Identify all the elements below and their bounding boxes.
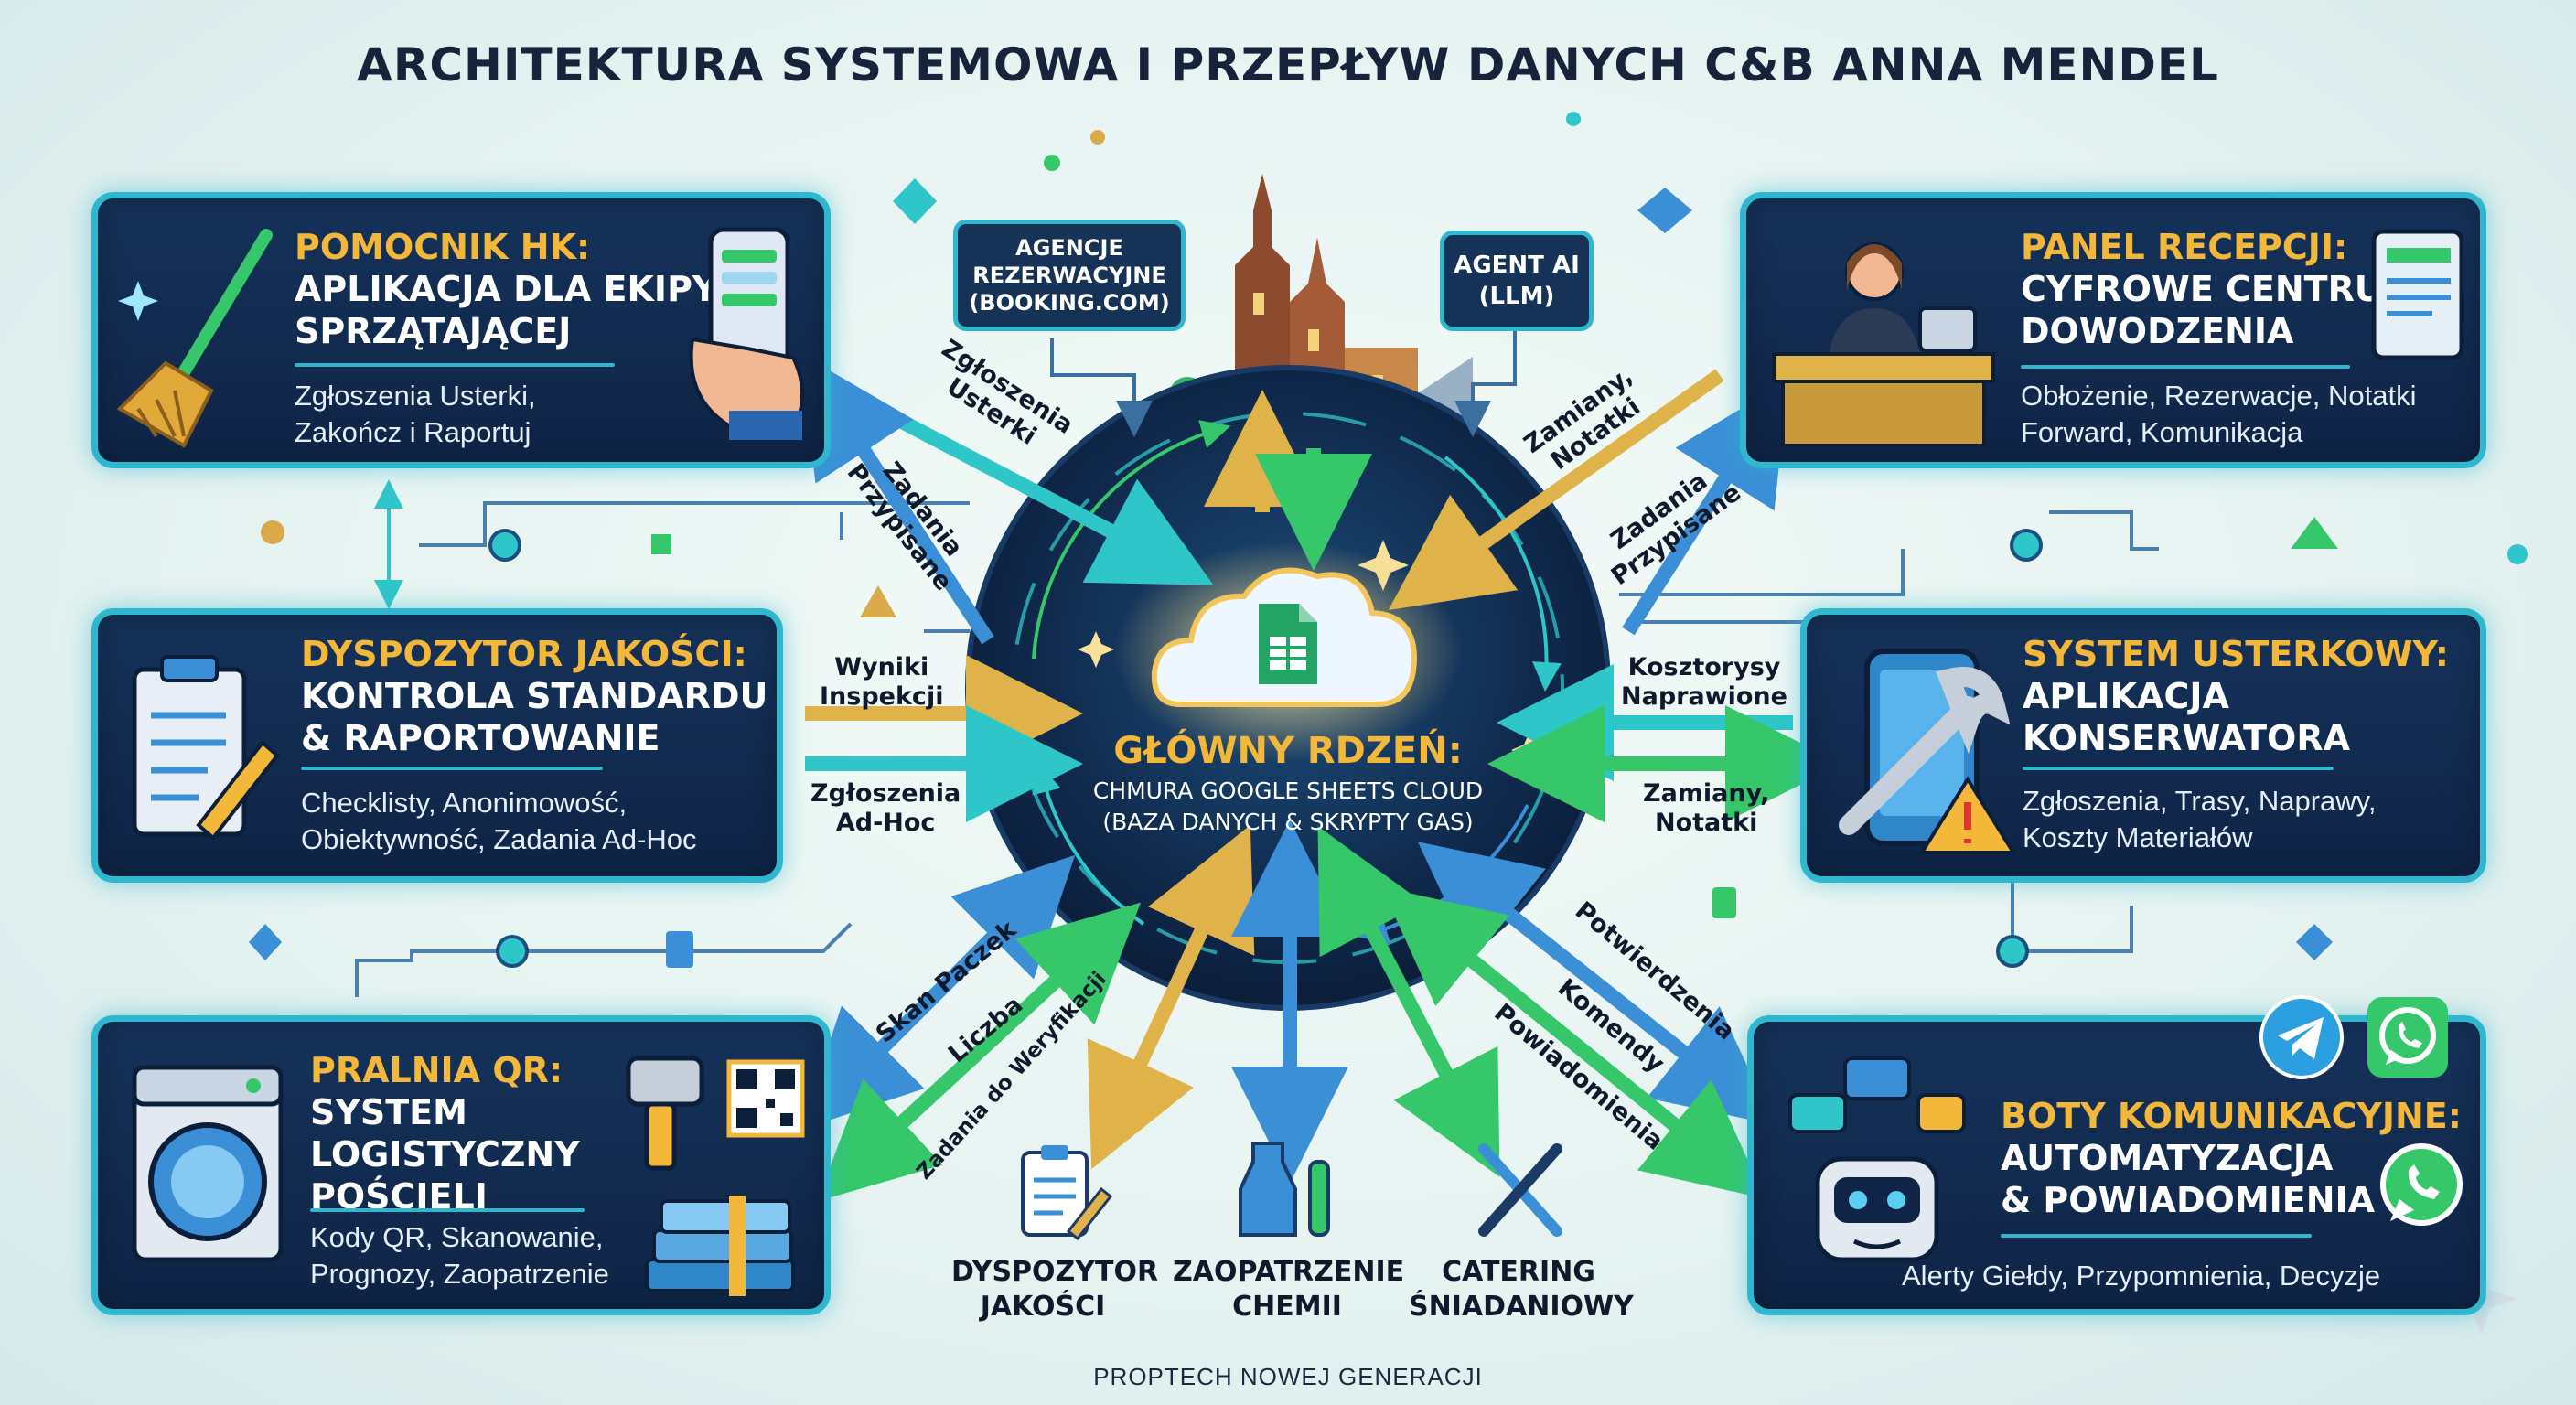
google-sheets-icon [1259,604,1317,684]
bottom-connector-arrows [1087,820,1500,1184]
hk-desc: Zgłoszenia Usterki, Zakończ i Raportuj [295,380,536,448]
robot-chat-icon [1788,1056,1966,1262]
page-title: ARCHITEKTURA SYSTEMOWA I PRZEPŁYW DANYCH… [357,38,2219,91]
quality-title: DYSPOZYTOR JAKOŚCI: [301,634,747,674]
laundry-title: PRALNIA QR: [310,1050,564,1090]
top-box-connectors [1050,329,1517,437]
core-title: GŁÓWNY RDZEŃ: [1113,730,1463,772]
panel-quality[interactable]: DYSPOZYTOR JAKOŚCI: KONTROLA STANDARDU &… [91,608,783,883]
panel-reception[interactable]: PANEL RECEPCJI: CYFROWE CENTRUM DOWODZEN… [1740,192,2486,468]
ai-agent-box: AGENT AI (LLM) [1440,231,1594,331]
label-wyniki-inspekcji: Wyniki Inspekcji [820,653,944,711]
washing-machine-icon [132,1065,284,1262]
quality-subtitle: KONTROLA STANDARDU & RAPORTOWANIE [301,676,768,758]
label-zamiany-notatki-mid: Zamiany, Notatki [1643,779,1770,837]
panel-bots[interactable]: BOTY KOMUNIKACYJNE: AUTOMATYZACJA & POWI… [1747,1015,2486,1315]
booking-agencies-box: AGENCJE REZERWACYJNE (BOOKING.COM) [953,220,1186,331]
reception-title: PANEL RECEPCJI: [2021,227,2348,267]
bots-title: BOTY KOMUNIKACYJNE: [2001,1096,2462,1136]
panel-housekeeping[interactable]: POMOCNIK HK: APLIKACJA DLA EKIPY SPRZĄTA… [91,192,831,468]
laundry-desc: Kody QR, Skanowanie, Prognozy, Zaopatrze… [310,1221,609,1290]
laundry-rule [310,1208,585,1212]
clipboard-icon [132,655,280,841]
hk-title: POMOCNIK HK: [295,227,591,267]
label-zgloszenia-adhoc: Zgłoszenia Ad-Hoc [810,779,961,837]
checklist-icon [1021,1145,1113,1241]
whatsapp-badge-icon [2367,997,2448,1078]
maintenance-subtitle: APLIKACJA KONSERWATORA [2023,676,2350,758]
maintenance-title: SYSTEM USTERKOWY: [2023,634,2449,674]
reception-rule [2021,365,2350,369]
core-subtitle: CHMURA GOOGLE SHEETS CLOUD (BAZA DANYCH … [1092,778,1484,835]
footer-tagline: PROPTECH NOWEJ GENERACJI [1093,1363,1483,1390]
label-kosztorysy: Kosztorysy Naprawione [1621,653,1787,711]
reception-desc: Obłożenie, Rezerwacje, Notatki Forward, … [2021,380,2417,448]
hk-rule [295,363,615,367]
bottom-quality-label: DYSPOZYTOR JAKOŚCI [951,1256,1159,1323]
bots-desc: Alerty Giełdy, Przypomnienia, Decyzje [1902,1260,2381,1292]
left-connector-arrows [792,353,1214,1202]
tablet-icon [2371,229,2464,360]
circuit-nodes [488,529,2043,968]
top-vertical-arrows [1204,390,1372,571]
phone-wrench-icon [1839,649,2017,854]
chemistry-flask-icon [1239,1142,1330,1237]
whatsapp-icon [2380,1143,2463,1226]
panel-maintenance[interactable]: SYSTEM USTERKOWY: APLIKACJA KONSERWATORA… [1800,608,2486,883]
hk-subtitle: APLIKACJA DLA EKIPY SPRZĄTAJĄCEJ [295,269,718,351]
bots-subtitle: AUTOMATYZACJA & POWIADOMIENIA [2001,1138,2376,1220]
linen-stack-icon [645,1196,795,1296]
maintenance-rule [2023,767,2334,770]
telegram-icon [2259,995,2344,1079]
quality-desc: Checklisty, Anonimowość, Obiektywność, Z… [301,787,697,855]
bottom-chemistry-label: ZAOPATRZENIE CHEMII [1173,1256,1405,1323]
quality-rule [301,767,603,770]
laundry-subtitle: SYSTEM LOGISTYCZNY POŚCIELI [310,1092,580,1217]
maintenance-desc: Zgłoszenia, Trasy, Naprawy, Koszty Mater… [2023,785,2377,853]
reception-desk-icon [1772,242,1995,447]
qr-scanner-icon [626,1056,805,1171]
smartphone-app-icon [689,227,804,440]
cutlery-icon [1478,1143,1562,1237]
bots-rule [2001,1234,2312,1238]
panel-laundry[interactable]: PRALNIA QR: SYSTEM LOGISTYCZNY POŚCIELI … [91,1015,831,1315]
reception-subtitle: CYFROWE CENTRUM DOWODZENIA [2021,269,2418,351]
bottom-catering-label: CATERING ŚNIADANIOWY [1409,1256,1634,1323]
broom-icon [116,229,273,448]
